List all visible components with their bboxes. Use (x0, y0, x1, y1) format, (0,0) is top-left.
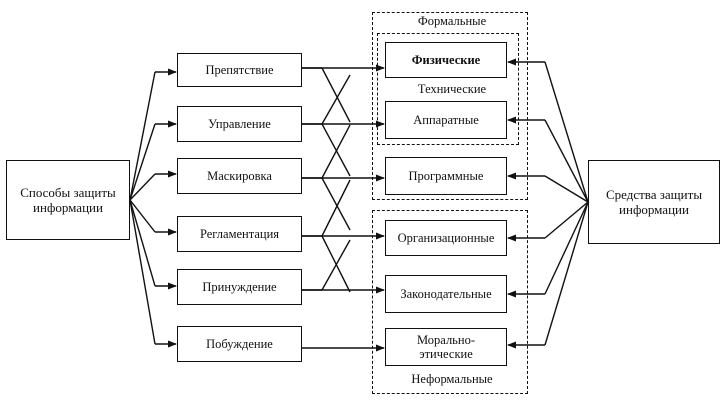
edge-left-to-prepyatstvie (129, 71, 156, 201)
mean-apparatnye: Аппаратные (385, 101, 507, 139)
edge-right-to-programmnye (544, 175, 589, 203)
method-maskirovka: Маскировка (177, 158, 302, 194)
node-sposoby-zashchity: Способы защиты информации (6, 160, 130, 240)
group-informal-label: Неформальные (398, 372, 506, 387)
edge-right-to-organizacionnye (544, 201, 589, 239)
method-reglamentaciya: Регламентация (177, 216, 302, 252)
edge-right-to-moralno-eticheskie (544, 201, 589, 346)
group-formal-label: Формальные (400, 14, 504, 29)
method-prinuzhdenie: Принуждение (177, 269, 302, 305)
group-informal (372, 210, 528, 394)
node-sredstva-zashchity: Средства защиты информации (588, 160, 720, 244)
edge-right-to-fizicheskie (544, 61, 589, 203)
edge-left-to-reglamentaciya (129, 199, 156, 233)
mean-fizicheskie: Физические (385, 42, 507, 78)
method-upravlenie: Управление (177, 106, 302, 142)
group-technical (377, 33, 519, 145)
edge-right-to-zakonodatelnye (544, 201, 589, 295)
mean-zakonodatelnye: Законодательные (385, 275, 507, 313)
mean-programmnye: Программные (385, 157, 507, 195)
method-pobuzhdenie: Побуждение (177, 326, 302, 362)
edge-left-to-maskirovka (129, 173, 156, 201)
mean-organizacionnye: Организационные (385, 220, 507, 256)
group-technical-label: Технические (400, 82, 504, 97)
edge-left-to-prinuzhdenie (129, 199, 156, 287)
edge-left-to-upravlenie (129, 123, 156, 201)
edge-prepyatstvie-means (302, 67, 351, 123)
edge-left-to-pobuzhdenie (129, 199, 156, 345)
method-prepyatstvie: Препятствие (177, 53, 302, 87)
mean-moralno-eticheskie: Морально-этические (385, 328, 507, 366)
edge-right-to-apparatnye (544, 119, 589, 203)
group-formal (372, 12, 528, 200)
